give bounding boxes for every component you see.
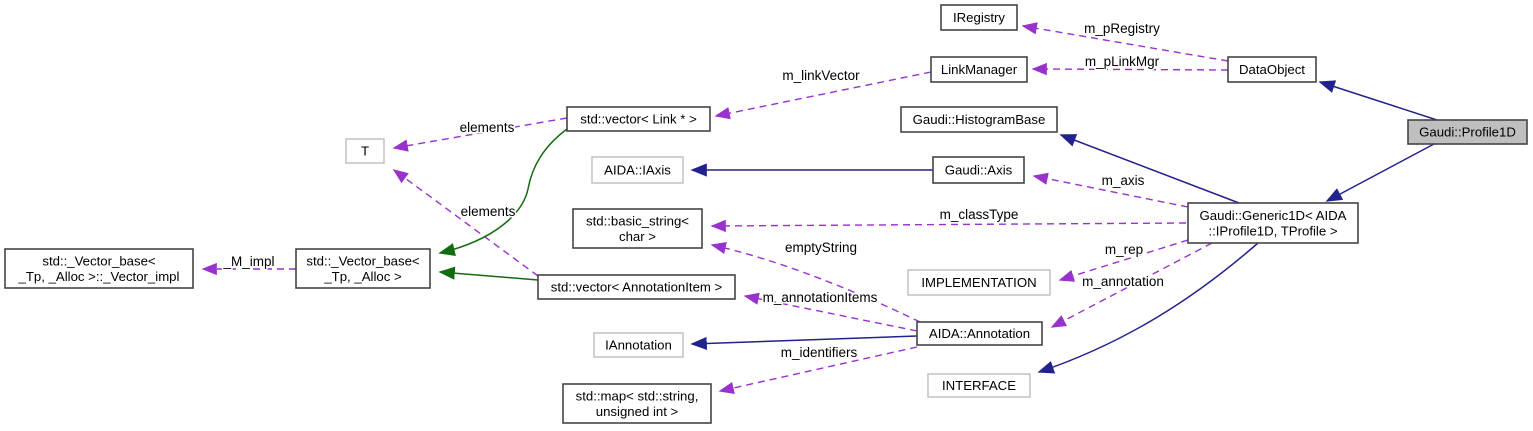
node-box-std-vector-link[interactable] <box>566 106 711 132</box>
edge-label-m-pregistry: m_pRegistry <box>1084 21 1160 36</box>
node-box-std-map-string-uint[interactable] <box>562 383 712 424</box>
node-box-gaudi-generic1d[interactable] <box>1187 202 1359 244</box>
edge-label-m-linkvector: m_linkVector <box>782 68 860 83</box>
node-std-vector-link[interactable]: std::vector< Link * > <box>566 106 711 132</box>
node-label-iannotation: IAnnotation <box>605 338 672 353</box>
node-box-aida-annotation[interactable] <box>916 321 1043 346</box>
node-aida-iaxis: AIDA::IAxis <box>591 156 684 184</box>
node-box-iregistry[interactable] <box>940 4 1018 31</box>
edge-emptystring <box>710 241 921 323</box>
edge-label-m-classtype: m_classType <box>940 207 1019 222</box>
node-box-linkmanager[interactable] <box>930 56 1028 83</box>
node-label-aida-iaxis: AIDA::IAxis <box>604 163 671 178</box>
node-label-std-map-string-uint: std::map< std::string,unsigned int > <box>576 388 699 419</box>
node-iregistry[interactable]: IRegistry <box>940 4 1018 31</box>
edge-m-annotation <box>1050 242 1213 328</box>
node-label-interface: INTERFACE <box>942 378 1016 393</box>
node-std-vector-base[interactable]: std::_Vector_base<_Tp, _Alloc > <box>295 248 431 289</box>
edge-label-elements-annotationitem: elements <box>461 204 516 219</box>
edge-label-emptystring: emptyString <box>785 240 857 255</box>
node-gaudi-axis[interactable]: Gaudi::Axis <box>932 156 1025 184</box>
edge-m-classtype <box>710 219 1187 233</box>
node-std-vector-impl[interactable]: std::_Vector_base<_Tp, _Alloc >::_Vector… <box>4 248 194 289</box>
edge-label-m-axis: m_axis <box>1102 173 1145 188</box>
edges-layer <box>201 22 1438 394</box>
node-label-t-param: T <box>361 144 369 159</box>
node-aida-annotation[interactable]: AIDA::Annotation <box>916 321 1043 346</box>
node-label-gaudi-generic1d: Gaudi::Generic1D< AIDA::IProfile1D, TPro… <box>1200 208 1347 239</box>
edge-labels-layer: m_pRegistry m_pLinkMgr m_linkVector m_axism… <box>221 20 1165 362</box>
node-label-dataobject: DataObject <box>1239 62 1305 77</box>
node-box-std-vector-annotationitem[interactable] <box>537 274 736 300</box>
edge-label-m-identifiers: m_identifiers <box>781 345 858 360</box>
node-label-implementation: IMPLEMENTATION <box>921 275 1036 290</box>
node-linkmanager[interactable]: LinkManager <box>930 56 1028 83</box>
node-label-iregistry: IRegistry <box>953 10 1005 25</box>
node-box-dataobject[interactable] <box>1227 56 1317 83</box>
node-box-gaudi-axis[interactable] <box>932 156 1025 184</box>
node-label-std-vector-annotationitem: std::vector< AnnotationItem > <box>551 280 723 295</box>
edge-m-plinkmgr <box>1031 62 1229 76</box>
node-gaudi-profile1d: Gaudi::Profile1D <box>1407 119 1528 145</box>
edge-label-elements-link: elements <box>460 120 515 135</box>
node-box-gaudi-histogrambase[interactable] <box>900 106 1058 133</box>
node-box-aida-iaxis <box>591 156 684 184</box>
node-t-param: T <box>345 138 385 164</box>
edge-label-m-annotation: m_annotation <box>1082 274 1164 289</box>
node-implementation: IMPLEMENTATION <box>907 269 1051 296</box>
node-label-gaudi-histogrambase: Gaudi::HistogramBase <box>913 112 1046 127</box>
edge-m-pregistry <box>1021 22 1229 62</box>
node-label-std-vector-impl: std::_Vector_base<_Tp, _Alloc >::_Vector… <box>18 253 180 284</box>
edge-generic1d-to-interface <box>1037 242 1259 374</box>
edge-vectorannotation-to-vectorbase <box>438 266 539 281</box>
edge-annotation-to-iannotation <box>690 335 918 351</box>
node-label-gaudi-profile1d: Gaudi::Profile1D <box>1419 125 1516 140</box>
edge-profile1d-to-dataobject <box>1318 80 1438 121</box>
node-label-aida-annotation: AIDA::Annotation <box>929 326 1030 341</box>
edge-label-m-annotationitems: m_annotationItems <box>763 290 878 305</box>
node-box-implementation <box>907 269 1051 296</box>
node-box-iannotation <box>593 332 684 358</box>
node-box-std-vector-base[interactable] <box>295 248 431 289</box>
node-box-gaudi-profile1d <box>1407 119 1528 145</box>
node-box-interface <box>927 373 1031 398</box>
node-gaudi-generic1d[interactable]: Gaudi::Generic1D< AIDA::IProfile1D, TPro… <box>1187 202 1359 244</box>
node-iannotation: IAnnotation <box>593 332 684 358</box>
node-dataobject[interactable]: DataObject <box>1227 56 1317 83</box>
edge-m-rep <box>1058 239 1189 282</box>
edge-vectorlink-to-vectorbase <box>438 128 568 257</box>
edge-label-m-impl: _M_impl <box>222 254 274 269</box>
node-label-linkmanager: LinkManager <box>941 62 1018 77</box>
node-box-std-vector-impl[interactable] <box>4 248 194 289</box>
edge-elements-link <box>392 117 568 152</box>
edge-m-annotationitems <box>743 292 918 332</box>
edge-m-linkvector <box>714 71 932 120</box>
edge-m-identifiers <box>718 346 918 394</box>
node-box-t-param <box>345 138 385 164</box>
node-box-std-basic-string[interactable] <box>572 208 703 249</box>
edge-label-m-plinkmgr: m_pLinkMgr <box>1085 54 1160 69</box>
edge-profile1d-to-generic1d <box>1325 143 1435 202</box>
node-interface: INTERFACE <box>927 373 1031 398</box>
node-gaudi-histogrambase[interactable]: Gaudi::HistogramBase <box>900 106 1058 133</box>
node-label-std-vector-link: std::vector< Link * > <box>580 112 697 127</box>
node-std-basic-string[interactable]: std::basic_string<char > <box>572 208 703 249</box>
edge-elements-annotationitem <box>392 169 539 277</box>
edge-generic1d-to-histogrambase <box>1059 134 1240 204</box>
node-label-std-vector-base: std::_Vector_base<_Tp, _Alloc > <box>306 253 420 284</box>
node-std-map-string-uint[interactable]: std::map< std::string,unsigned int > <box>562 383 712 424</box>
edge-m-axis <box>1032 172 1189 208</box>
node-label-std-basic-string: std::basic_string<char > <box>586 213 689 244</box>
node-std-vector-annotationitem[interactable]: std::vector< AnnotationItem > <box>537 274 736 300</box>
edge-label-m-rep: m_rep <box>1105 242 1143 257</box>
node-label-gaudi-axis: Gaudi::Axis <box>945 163 1013 178</box>
